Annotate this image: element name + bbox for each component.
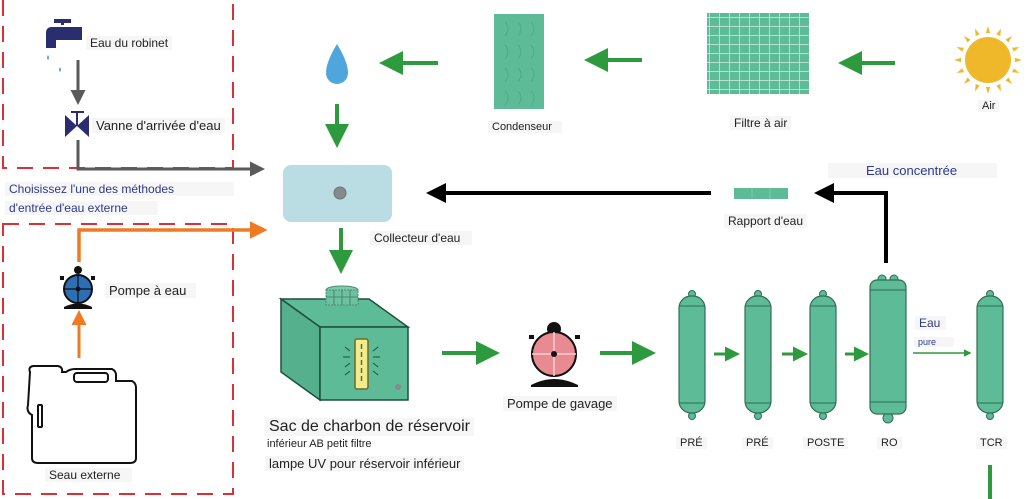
label-pure-water-1: Eau <box>915 316 947 330</box>
sun-ray <box>963 77 971 85</box>
sun-ray <box>1005 77 1013 85</box>
sun-ray <box>1014 57 1022 63</box>
bucket-option-box <box>2 223 234 495</box>
sun-ray <box>963 35 971 43</box>
sun-ray <box>985 26 991 34</box>
label-concentrated-water: Eau concentrée <box>828 163 998 178</box>
label-pure-water-2: pure <box>914 337 955 347</box>
label-tank-line3: lampe UV pour réservoir inférieur <box>265 456 465 471</box>
condenser-fin <box>530 67 535 83</box>
jerrycan-icon <box>26 365 137 464</box>
label-choose-method-1: Choisissez l'une des méthodes <box>5 182 235 196</box>
air-filter-icon <box>707 13 809 94</box>
filter-label: PRÉ <box>742 437 773 449</box>
label-condenser: Condenseur <box>488 121 562 133</box>
label-booster-pump: Pompe de gavage <box>503 396 617 411</box>
sun-ray <box>996 28 1002 36</box>
valve-icon <box>65 111 89 137</box>
filter-cartridge-poste <box>809 290 837 420</box>
filter-label: POSTE <box>803 437 849 449</box>
condenser-fin <box>530 21 535 37</box>
sun-ray <box>996 84 1002 92</box>
condenser-fin <box>530 44 535 60</box>
filter-cartridge-ro <box>869 274 907 424</box>
condenser-fin <box>504 90 509 106</box>
faucet-icon <box>46 19 82 72</box>
sun-ray <box>954 57 962 63</box>
filter-label: RO <box>877 437 902 449</box>
sun-icon <box>954 26 1022 94</box>
sun-ray <box>1005 35 1013 43</box>
label-water-pump: Pompe à eau <box>105 283 197 298</box>
sun-ray <box>985 86 991 94</box>
water-drop-icon <box>326 44 348 84</box>
condenser-fin <box>530 90 535 106</box>
sun-ray <box>1012 46 1020 52</box>
condenser-fin <box>517 67 522 83</box>
arrow-ro-to-ratio <box>814 183 888 263</box>
label-air-filter: Filtre à air <box>730 116 792 130</box>
label-tank-line2: inférieur AB petit filtre <box>267 438 372 450</box>
water-pump-icon <box>60 266 95 309</box>
label-tank-line1: Sac de charbon de réservoir <box>265 418 474 436</box>
label-choose-method-2: d'entrée d'eau externe <box>5 201 158 215</box>
filter-cartridge-pré <box>678 290 706 420</box>
booster-pump-icon <box>529 322 580 387</box>
arrow-pump-to-collector <box>77 221 268 262</box>
filter-label: TCR <box>976 437 1007 449</box>
sun-ray <box>956 68 964 74</box>
condenser-fin <box>504 44 509 60</box>
label-inlet-valve: Vanne d'arrivée d'eau <box>92 118 225 133</box>
label-air: Air <box>978 100 1000 112</box>
sun-ray <box>974 84 980 92</box>
condenser-fin <box>504 21 509 37</box>
filter-label: PRÉ <box>676 437 707 449</box>
filter-cartridge-pré <box>744 290 772 420</box>
tap-water-option-box <box>2 0 234 169</box>
water-ratio-icon <box>734 188 788 199</box>
condenser-icon <box>494 14 544 109</box>
label-water-collector: Collecteur d'eau <box>370 231 473 245</box>
sun-ray <box>974 28 980 36</box>
water-collector-icon <box>283 165 392 222</box>
arrow-valve-to-collector <box>76 140 265 177</box>
condenser-fin <box>504 67 509 83</box>
sun-ray <box>1012 68 1020 74</box>
label-external-bucket: Seau externe <box>45 468 133 482</box>
label-tap-water: Eau du robinet <box>86 36 173 50</box>
filter-cartridge-tcr <box>976 290 1004 420</box>
condenser-fin <box>517 21 522 37</box>
tank-icon <box>278 285 411 402</box>
label-water-ratio: Rapport d'eau <box>724 214 808 228</box>
condenser-fin <box>517 44 522 60</box>
condenser-fin <box>517 90 522 106</box>
sun-ray <box>956 46 964 52</box>
